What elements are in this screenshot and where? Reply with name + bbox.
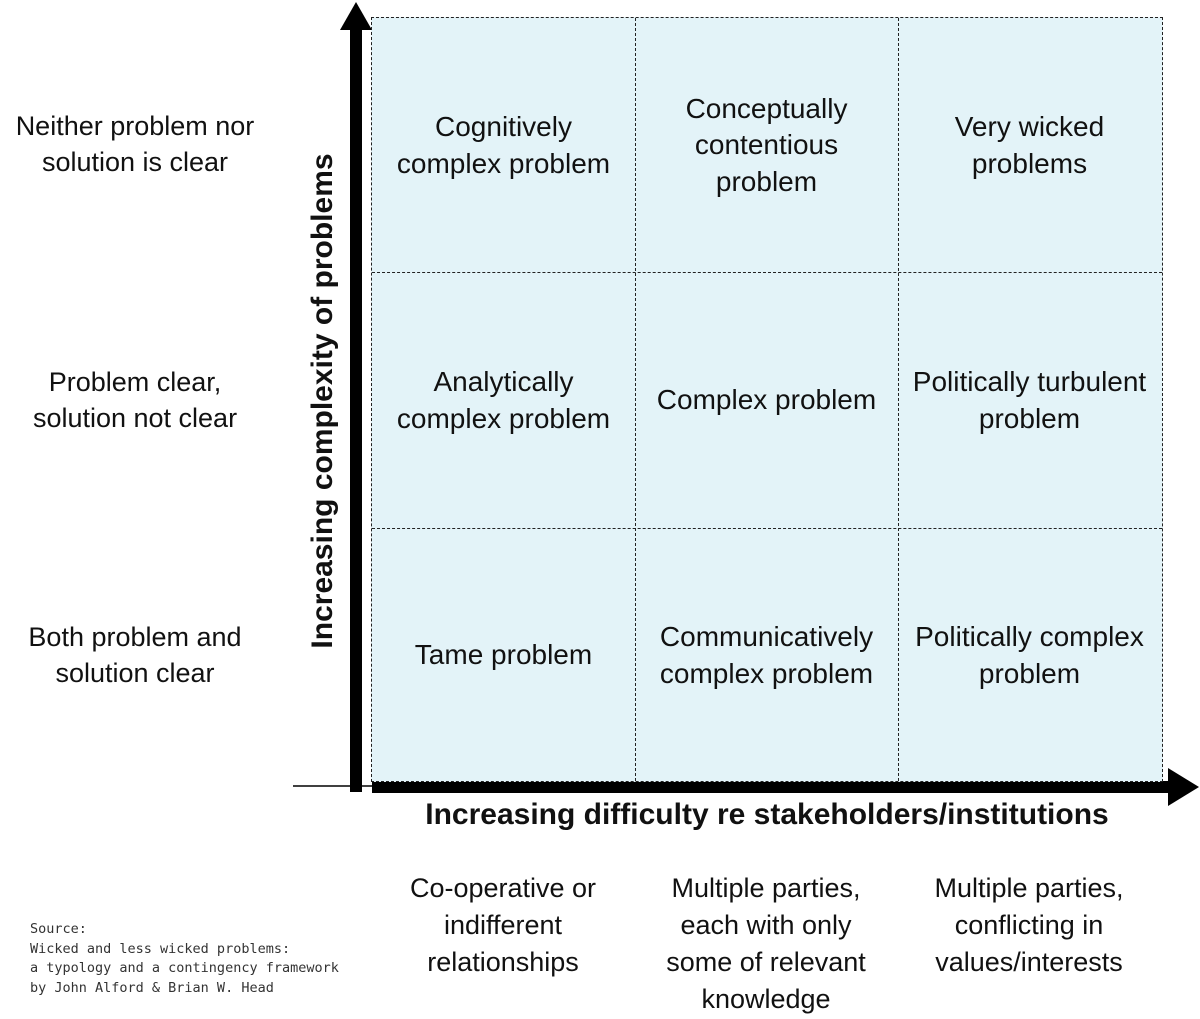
source-line: a typology and a contingency framework	[30, 960, 339, 977]
cell-very-wicked: Very wicked problems	[898, 18, 1161, 273]
source-label: Source:	[30, 921, 87, 937]
cell-communicatively-complex: Communicatively complex problem	[635, 528, 898, 783]
source-line: Wicked and less wicked problems:	[30, 940, 291, 957]
cell-politically-complex: Politically complex problem	[898, 528, 1161, 783]
source-note: Source: Wicked and less wicked problems: a…	[30, 920, 339, 998]
cell-label: Politically turbulent problem	[912, 366, 1147, 434]
cell-label: Analytically complex problem	[396, 366, 611, 434]
row-label-top: Neither problem nor solution is clear	[15, 111, 255, 178]
problem-matrix: Cognitively complex problem Conceptually…	[371, 17, 1163, 782]
cell-label: Tame problem	[414, 639, 593, 671]
cell-label: Conceptually contentious problem	[685, 92, 848, 197]
grid-divider-horizontal	[372, 272, 1162, 273]
cell-cognitively-complex: Cognitively complex problem	[372, 18, 635, 273]
source-line: by John Alford & Brian W. Head	[30, 979, 274, 996]
column-label-right: Multiple parties, conflicting in values/…	[934, 873, 1124, 977]
grid-divider-horizontal	[372, 528, 1162, 529]
x-axis-title: Increasing difficulty re stakeholders/in…	[425, 798, 1109, 831]
row-label-middle: Problem clear, solution not clear	[32, 367, 238, 434]
cell-label: Very wicked problems	[954, 111, 1105, 179]
cell-analytically-complex: Analytically complex problem	[372, 273, 635, 528]
cell-tame: Tame problem	[372, 528, 635, 783]
cell-label: Communicatively complex problem	[659, 621, 874, 689]
grid-divider-vertical	[635, 18, 636, 781]
y-axis-title: Increasing complexity of problems	[306, 153, 339, 649]
y-axis-line	[350, 28, 362, 792]
row-label-bottom: Both problem and solution clear	[28, 622, 242, 689]
cell-label: Politically complex problem	[915, 621, 1144, 689]
cell-label: Cognitively complex problem	[396, 111, 611, 179]
cell-conceptually-contentious: Conceptually contentious problem	[635, 18, 898, 273]
x-axis-arrowhead	[1168, 768, 1199, 806]
cell-complex: Complex problem	[635, 273, 898, 528]
column-label-middle: Multiple parties, each with only some of…	[666, 873, 866, 1014]
y-axis-arrowhead	[340, 2, 372, 30]
x-axis-line	[372, 781, 1172, 793]
grid-divider-vertical	[898, 18, 899, 781]
cell-label: Complex problem	[656, 384, 877, 416]
column-label-left: Co-operative or indifferent relationship…	[409, 873, 597, 977]
cell-politically-turbulent: Politically turbulent problem	[898, 273, 1161, 528]
